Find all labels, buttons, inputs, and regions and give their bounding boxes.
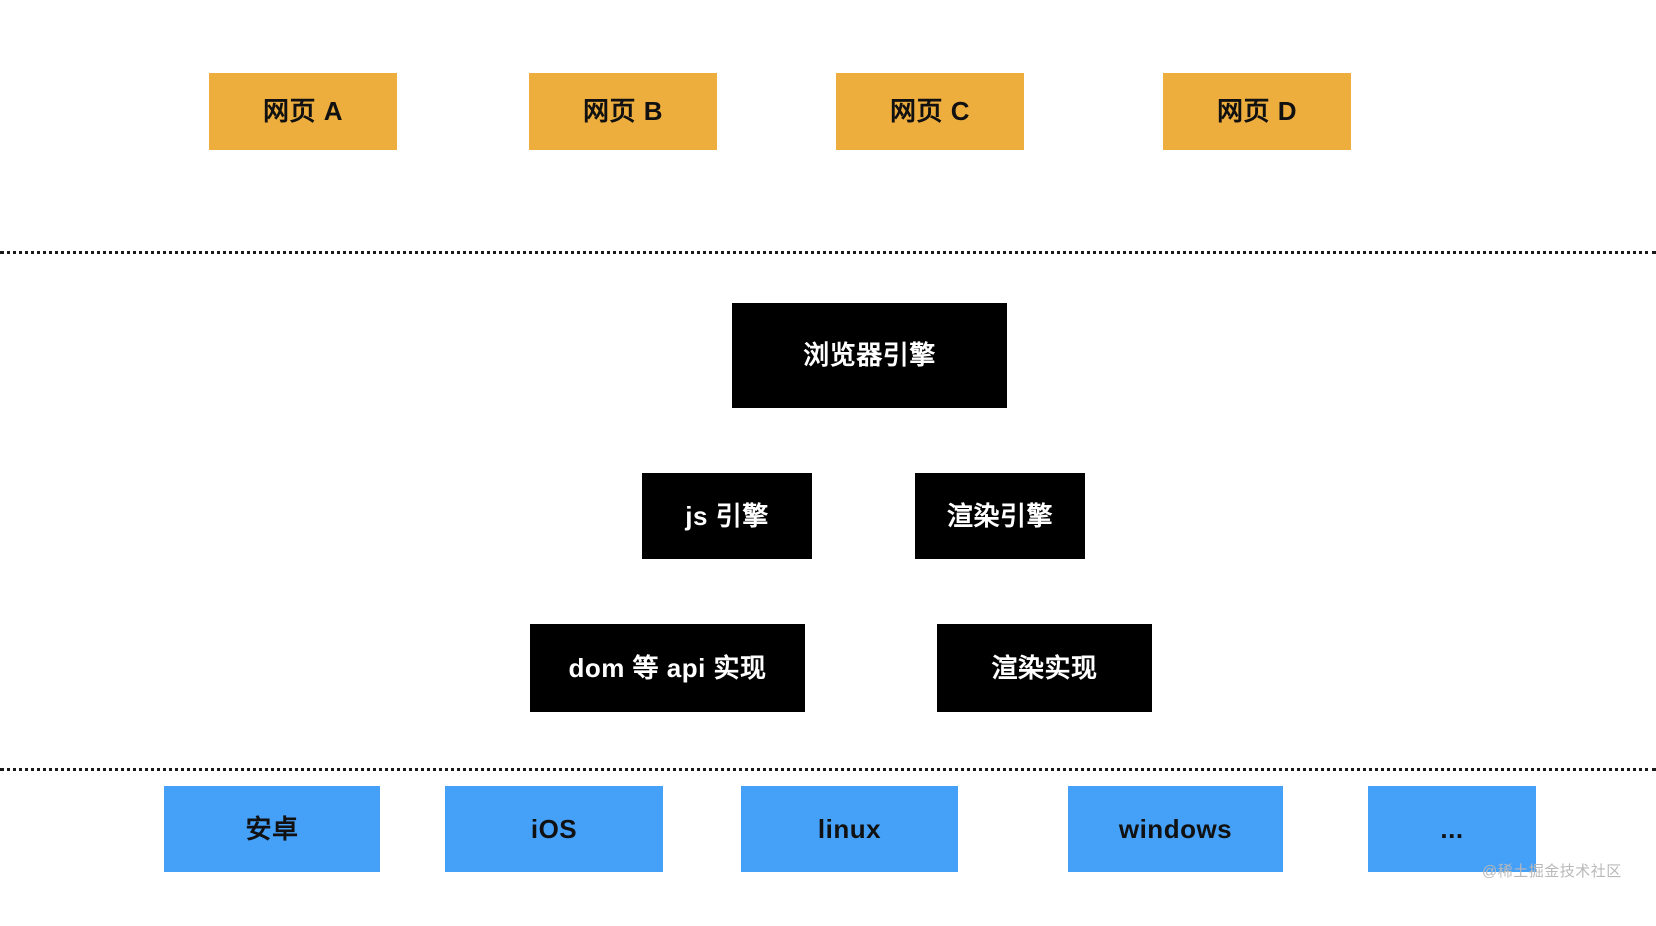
os-box-windows: windows (1068, 786, 1283, 872)
render-impl-box: 渲染实现 (937, 624, 1152, 712)
render-engine-box: 渲染引擎 (915, 473, 1085, 559)
web-page-box-b: 网页 B (529, 73, 717, 150)
divider-bottom (0, 768, 1656, 771)
js-engine-box: js 引擎 (642, 473, 812, 559)
watermark: @稀土掘金技术社区 (1482, 863, 1622, 880)
web-page-box-a: 网页 A (209, 73, 397, 150)
browser-engine-box: 浏览器引擎 (732, 303, 1007, 408)
divider-top (0, 251, 1656, 254)
dom-api-impl-box: dom 等 api 实现 (530, 624, 805, 712)
web-page-box-d: 网页 D (1163, 73, 1351, 150)
os-box-more: ... (1368, 786, 1536, 872)
web-page-box-c: 网页 C (836, 73, 1024, 150)
os-box-android: 安卓 (164, 786, 380, 872)
os-box-linux: linux (741, 786, 958, 872)
os-box-ios: iOS (445, 786, 663, 872)
